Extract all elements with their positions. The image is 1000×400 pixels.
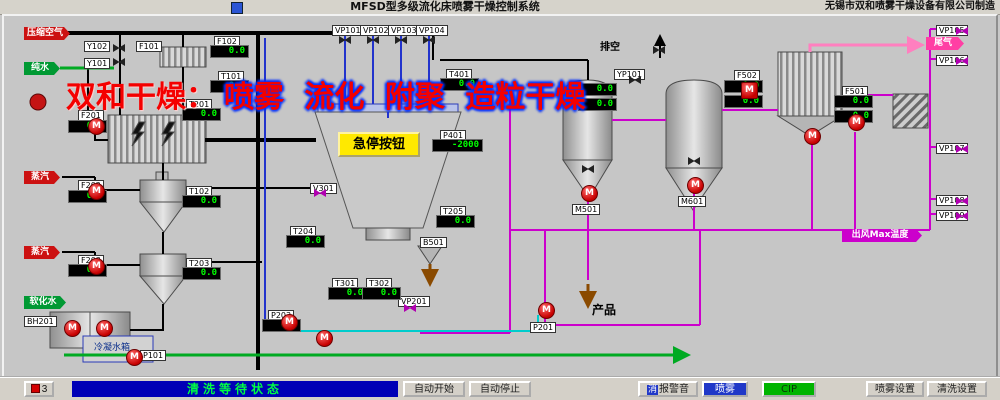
watermark-brand: 双和干燥：: [66, 80, 216, 115]
motor-pump-icon[interactable]: M: [581, 185, 598, 202]
instrument-label-M501: M501: [572, 204, 601, 215]
page-title: MFSD型多级流化床喷雾干燥控制系统: [350, 0, 540, 13]
valve-icon[interactable]: [956, 145, 968, 153]
mute-icon: 消: [646, 384, 658, 395]
feed-tag-压缩空气: 压缩空气: [24, 27, 70, 40]
button-clean-settings[interactable]: 清洗设置: [927, 381, 987, 397]
feed-tag-尾气: 尾气: [926, 37, 964, 50]
valve-icon[interactable]: [653, 46, 665, 54]
button-alarm-mute[interactable]: 消报警音: [638, 381, 698, 397]
button-spray-settings[interactable]: 喷雾设置: [866, 381, 924, 397]
valve-icon[interactable]: [956, 197, 968, 205]
motor-pump-icon[interactable]: M: [687, 177, 704, 194]
button-label: 报警音: [659, 383, 689, 395]
value-display-T101: 0.0: [210, 80, 249, 93]
button-auto-start[interactable]: 自动开始: [403, 381, 465, 397]
motor-pump-icon[interactable]: M: [64, 320, 81, 337]
motor-pump-icon[interactable]: M: [741, 82, 758, 99]
instrument-label-B501: B501: [420, 237, 447, 248]
instrument-label-VP102: VP102: [360, 25, 392, 36]
button-label: 清洗设置: [937, 383, 977, 395]
value-display-T401: 0.0: [440, 78, 479, 91]
button-label: 喷雾: [715, 383, 735, 395]
valve-icon[interactable]: [956, 212, 968, 220]
instrument-label-M601: M601: [678, 196, 707, 207]
title-bar: MFSD型多级流化床喷雾干燥控制系统 无锡市双和喷雾干燥设备有限公司制造: [0, 0, 1000, 15]
motor-pump-icon[interactable]: M: [281, 314, 298, 331]
instrument-label-VP103: VP103: [388, 25, 420, 36]
button-label: 自动开始: [414, 383, 454, 395]
value-display-T204: 0.0: [286, 235, 325, 248]
value-display-F102: 0.0: [210, 45, 249, 58]
instrument-label-P201: P201: [530, 322, 557, 333]
feed-tag-软化水: 软化水: [24, 296, 66, 309]
value-display-T302: 0.0: [362, 287, 401, 300]
diagram-text-产品: 产品: [592, 303, 617, 317]
app-icon: [231, 2, 243, 14]
instrument-label-Y102: Y102: [84, 41, 111, 52]
diagram-text-冷凝水箱: 冷凝水箱: [94, 343, 131, 353]
valve-icon[interactable]: [339, 36, 351, 44]
button-auto-stop[interactable]: 自动停止: [469, 381, 531, 397]
button-cip[interactable]: CIP: [762, 381, 816, 397]
button-spray[interactable]: 喷雾: [702, 381, 748, 397]
instrument-label-P101: P101: [140, 350, 167, 361]
instrument-label-VP101: VP101: [332, 25, 364, 36]
emergency-stop-button[interactable]: 急停按钮: [338, 132, 420, 157]
feed-tag-纯水: 纯水: [24, 62, 60, 75]
button-label: 自动停止: [480, 383, 520, 395]
valve-icon[interactable]: [404, 304, 416, 312]
feed-tag-蒸汽: 蒸汽: [24, 171, 60, 184]
valve-icon[interactable]: [629, 76, 641, 84]
valve-icon[interactable]: [423, 36, 435, 44]
status-message: 清洗等待状态: [72, 381, 398, 397]
feed-tag-出风Max温度: 出风Max温度: [842, 229, 922, 242]
watermark-text: 双和干燥：喷雾 流化 附聚 造粒干燥: [66, 72, 585, 116]
valve-icon[interactable]: [113, 58, 125, 66]
instrument-label-BH201: BH201: [24, 316, 57, 327]
motor-pump-icon[interactable]: M: [96, 320, 113, 337]
counter-label: 3: [41, 383, 48, 395]
company-label: 无锡市双和喷雾干燥设备有限公司制造: [825, 1, 995, 12]
valve-icon[interactable]: [956, 57, 968, 65]
watermark-slogan: 喷雾 流化 附聚 造粒干燥: [224, 80, 586, 115]
valve-icon[interactable]: [395, 36, 407, 44]
value-display-T205: 0.0: [436, 215, 475, 228]
value-display-F501-a: 0.0: [834, 95, 873, 108]
motor-pump-icon[interactable]: M: [848, 114, 865, 131]
counter-button[interactable]: 3: [24, 381, 54, 397]
value-display-P401: -2000: [432, 139, 483, 152]
motor-pump-icon[interactable]: M: [88, 118, 105, 135]
valve-icon[interactable]: [367, 36, 379, 44]
feed-tag-蒸汽: 蒸汽: [24, 246, 60, 259]
diagram-text-排空: 排空: [600, 42, 620, 53]
valve-icon[interactable]: [582, 165, 594, 173]
motor-pump-icon[interactable]: M: [316, 330, 333, 347]
instrument-label-Y101: Y101: [84, 58, 111, 69]
motor-pump-icon[interactable]: M: [88, 258, 105, 275]
motor-pump-icon[interactable]: M: [88, 183, 105, 200]
instrument-label-VP104: VP104: [416, 25, 448, 36]
valve-icon[interactable]: [113, 44, 125, 52]
motor-pump-icon[interactable]: M: [804, 128, 821, 145]
motor-pump-icon[interactable]: M: [538, 302, 555, 319]
value-display-T102: 0.0: [182, 195, 221, 208]
value-display-T203: 0.0: [182, 267, 221, 280]
button-label: 喷雾设置: [875, 383, 915, 395]
valve-icon[interactable]: [688, 157, 700, 165]
status-bar: 3 清洗等待状态 自动开始 自动停止 消报警音 喷雾 CIP 喷雾设置 清洗设置: [0, 376, 1000, 400]
button-label: CIP: [781, 383, 797, 395]
alarm-count-icon: [30, 384, 40, 394]
valve-icon[interactable]: [956, 27, 968, 35]
instrument-label-F101: F101: [136, 41, 162, 52]
